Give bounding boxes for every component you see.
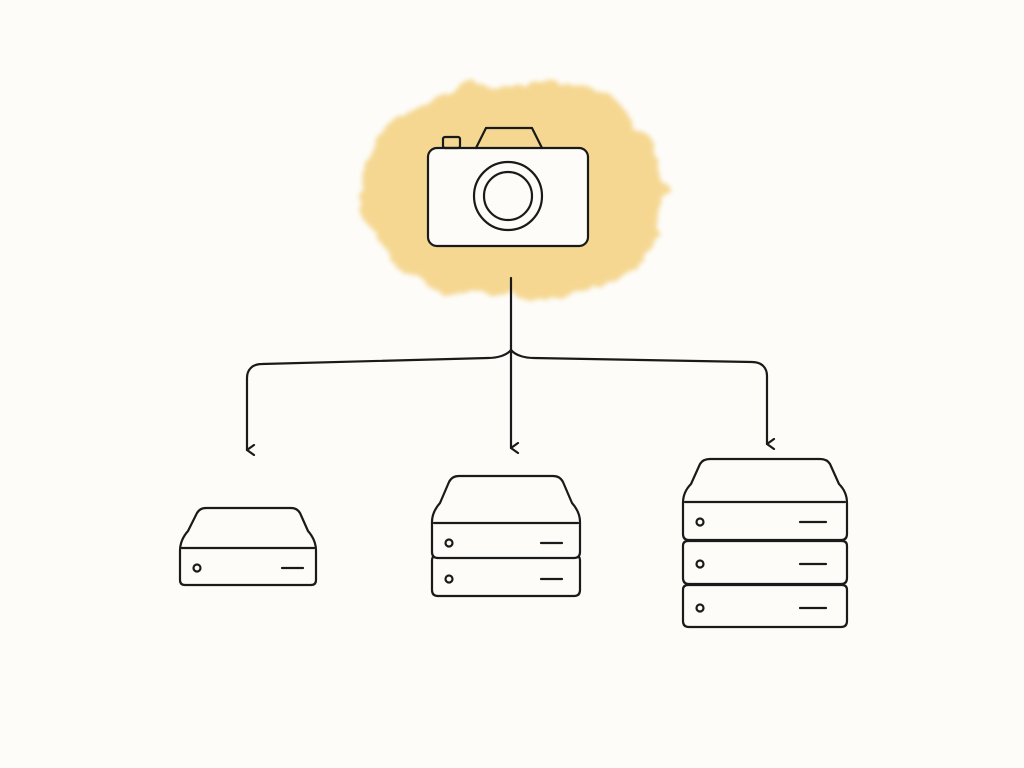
camera-icon [426,126,590,248]
storage-unit-icon [178,506,318,587]
storage-unit-icon [430,474,582,598]
arrow-to-storage-3 [509,348,767,444]
arrow-to-storage-1 [245,348,513,450]
branch-connector [245,276,767,450]
storage-unit-icon [681,457,849,629]
